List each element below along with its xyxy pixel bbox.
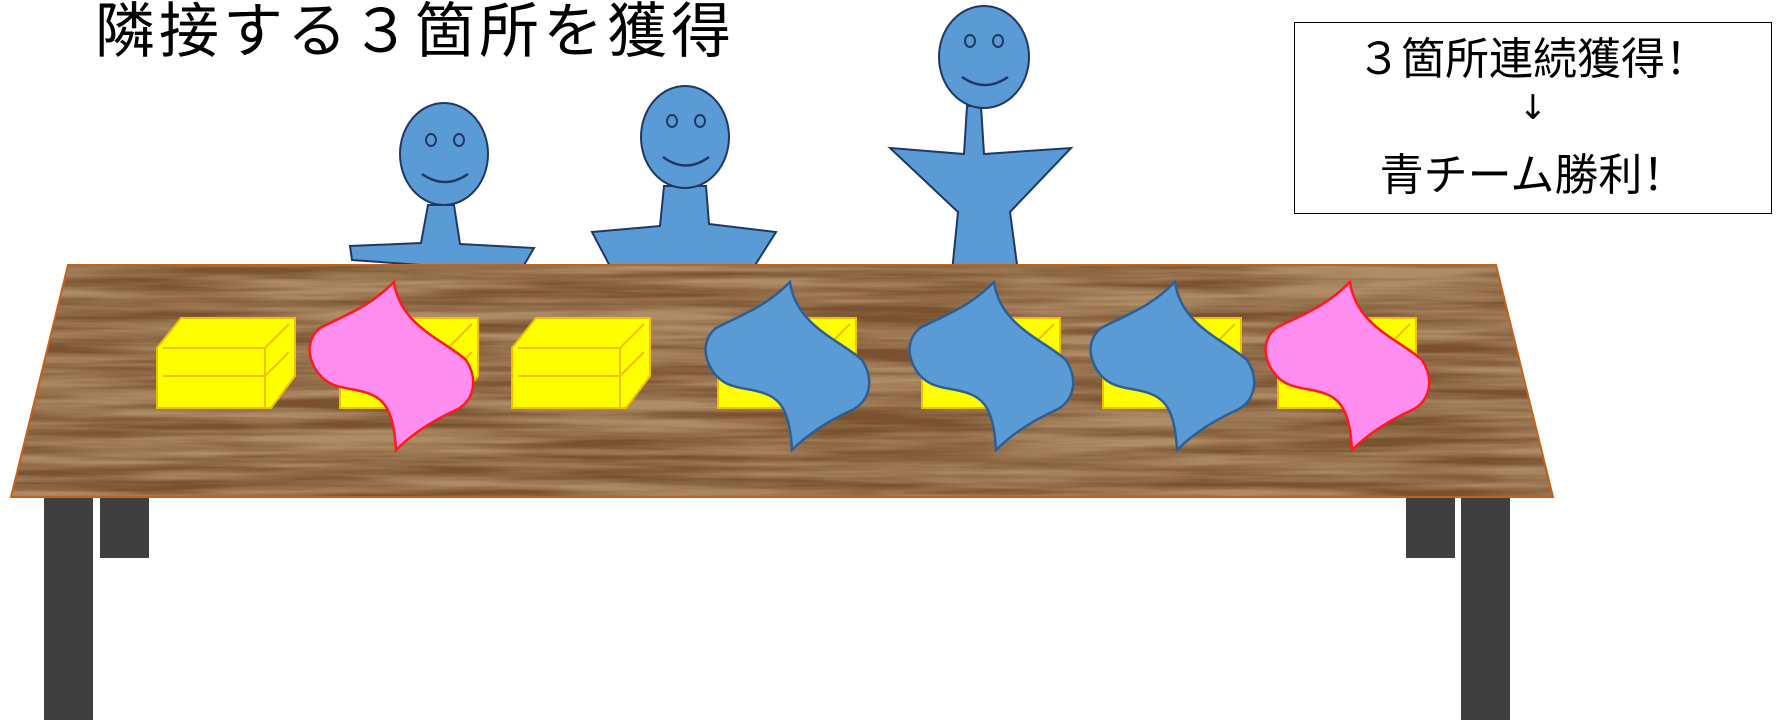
slot-box-2 <box>308 279 479 453</box>
down-arrow-icon: ↓ <box>1518 88 1548 128</box>
result-line-2: 青チーム勝利！ <box>1379 150 1687 201</box>
slot-box-3 <box>511 317 651 409</box>
result-box: ３箇所連続獲得！ ↓ 青チーム勝利！ <box>1294 22 1772 214</box>
card-pink-7 <box>1264 279 1431 453</box>
table-legs <box>44 494 1510 720</box>
slot-box-5 <box>908 279 1075 453</box>
player-2 <box>590 85 778 271</box>
player-1 <box>348 102 536 274</box>
card-blue-4 <box>704 279 871 453</box>
card-blue-6 <box>1089 279 1256 453</box>
slot-box-4 <box>704 279 871 453</box>
slot-box-6 <box>1089 279 1256 453</box>
result-line-1: ３箇所連続獲得！ <box>1357 34 1709 85</box>
card-blue-5 <box>908 279 1075 453</box>
slot-box-7 <box>1264 279 1431 453</box>
slots <box>156 279 1431 453</box>
page-title: 隣接する３箇所を獲得 <box>95 0 735 67</box>
slot-box-1 <box>156 317 296 409</box>
card-pink-2 <box>308 279 475 453</box>
player-3-cheering <box>887 5 1074 273</box>
